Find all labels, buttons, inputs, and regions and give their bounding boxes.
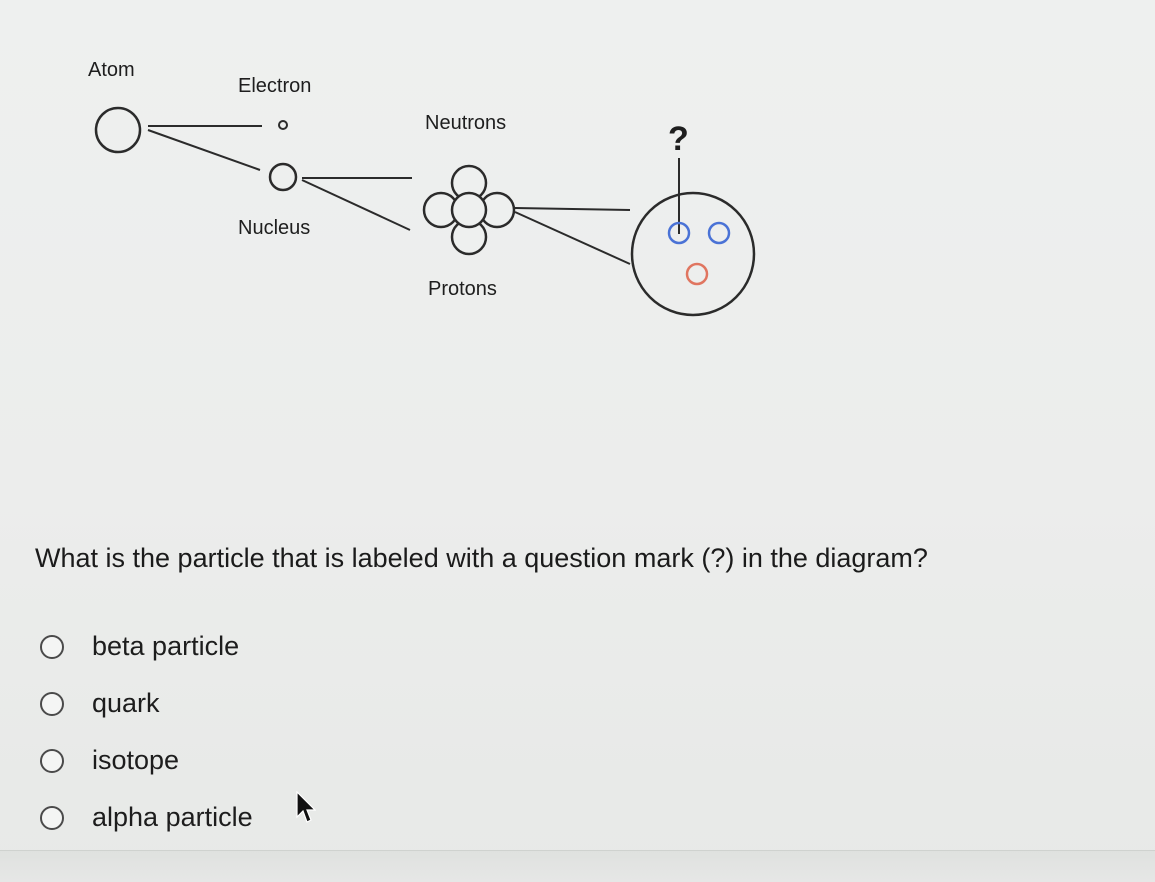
option-isotope[interactable]: isotope	[40, 732, 253, 789]
answer-options: beta particle quark isotope alpha partic…	[40, 618, 253, 846]
quark-blue-right	[707, 221, 731, 245]
atom-label: Atom	[88, 59, 135, 81]
atom-circle	[94, 106, 142, 154]
atom-to-nucleus-line	[147, 129, 261, 171]
mouse-pointer-icon	[296, 791, 316, 823]
radio-button[interactable]	[40, 691, 64, 716]
atom-structure-diagram: Atom Electron Nucleus Neutrons Protons ?	[88, 59, 756, 317]
option-label: isotope	[92, 745, 180, 775]
option-alpha-particle[interactable]: alpha particle	[40, 789, 253, 846]
option-quark[interactable]: quark	[40, 675, 253, 732]
electron-circle	[278, 120, 288, 130]
radio-button[interactable]	[40, 748, 64, 773]
question-mark-label: ?	[668, 120, 689, 158]
option-label: quark	[92, 688, 160, 718]
radio-button[interactable]	[40, 634, 64, 659]
option-beta-particle[interactable]: beta particle	[40, 618, 253, 675]
electron-label: Electron	[238, 75, 311, 97]
option-label: alpha particle	[92, 802, 253, 832]
nucleus-to-protons-line	[301, 179, 411, 231]
nucleon-cluster	[422, 164, 516, 256]
nucleus-label: Nucleus	[238, 217, 310, 239]
option-label: beta particle	[92, 631, 240, 661]
nucleus-circle	[268, 162, 298, 192]
protons-label: Protons	[428, 278, 497, 300]
neutrons-label: Neutrons	[425, 112, 506, 134]
quark-red	[685, 262, 709, 286]
page-bottom-edge	[0, 850, 1155, 882]
radio-button[interactable]	[40, 805, 64, 830]
proton-closeup-circle	[630, 191, 756, 317]
question-text: What is the particle that is labeled wit…	[35, 543, 928, 573]
cluster-to-closeup-bottom-line	[514, 211, 631, 265]
cluster-to-closeup-top-line	[514, 207, 631, 211]
quark-blue-left	[667, 221, 691, 245]
